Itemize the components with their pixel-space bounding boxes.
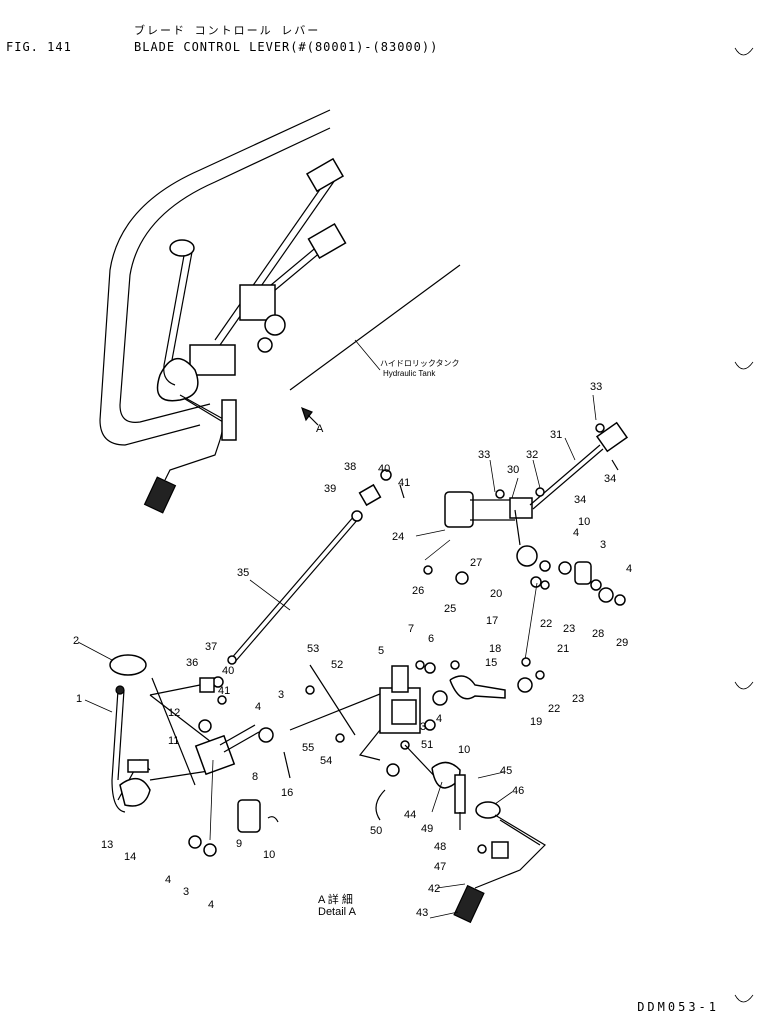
part-callout: 49 (421, 823, 433, 835)
part-callout: 13 (101, 839, 113, 851)
part-callout: 23 (563, 623, 575, 635)
view-a-label: A (316, 423, 324, 435)
part-callout: 38 (344, 461, 356, 473)
linkage-upper-right (423, 421, 629, 661)
part-callout: 3 (278, 689, 284, 701)
part-callout: 28 (592, 628, 604, 640)
part-callout: 24 (392, 531, 404, 543)
part-callout: 10 (263, 849, 275, 861)
part-callout: 18 (489, 643, 501, 655)
title-japanese: ブレード コントロール レバー (134, 24, 321, 37)
part-callout: 6 (428, 633, 434, 645)
binder-marks (734, 47, 754, 1003)
part-callout: 33 (478, 449, 490, 461)
detail-a-label-jp: A 詳 細 (318, 892, 353, 906)
part-callout: 52 (331, 659, 343, 671)
binder-mark (734, 994, 754, 1003)
part-callout: 34 (604, 473, 616, 485)
detail-a-label-en: Detail A (318, 906, 357, 918)
part-callout: 34 (574, 494, 586, 506)
part-callout: 11 (168, 735, 179, 747)
part-callout: 21 (557, 643, 569, 655)
part-callout: 39 (324, 483, 336, 495)
part-callout: 10 (458, 744, 470, 756)
part-callout: 40 (378, 463, 390, 475)
part-callout: 10 (578, 516, 590, 528)
part-callout: 4 (626, 563, 632, 575)
part-callout: 35 (237, 567, 249, 579)
part-callout: 23 (572, 693, 584, 705)
part-callout: 54 (320, 755, 332, 767)
part-callout: 32 (526, 449, 538, 461)
part-callout: 19 (530, 716, 542, 728)
view-a-arrow (301, 406, 319, 426)
callouts: 1 2 3 3 3 3 4 4 4 4 4 4 5 6 7 8 9 10 10 … (73, 381, 632, 919)
part-callout: 7 (408, 623, 414, 635)
tank-label-jp: ハイドロリックタンク (380, 359, 460, 368)
part-callout: 16 (281, 787, 293, 799)
part-callout: 29 (616, 637, 628, 649)
part-callout: 4 (573, 527, 579, 539)
binder-mark (734, 47, 754, 56)
part-callout: 3 (600, 539, 606, 551)
part-callout: 45 (500, 765, 512, 777)
part-callout: 5 (378, 645, 384, 657)
part-callout: 37 (205, 641, 217, 653)
binder-mark (734, 361, 754, 370)
valve-block-center (305, 657, 545, 783)
part-callout: 4 (165, 874, 171, 886)
figure-number: FIG. 141 (6, 40, 72, 54)
part-callout: 44 (404, 809, 416, 821)
part-callout: 46 (512, 785, 524, 797)
figure-title: BLADE CONTROL LEVER(#(80001)-(83000)) (134, 40, 439, 54)
drawing-code: DDM053-1 (637, 1000, 719, 1014)
part-callout: 55 (302, 742, 314, 754)
part-callout: 50 (370, 825, 382, 837)
part-callout: 53 (307, 643, 319, 655)
part-callout: 3 (420, 721, 426, 733)
part-callout: 36 (186, 657, 198, 669)
part-callout: 3 (183, 886, 189, 898)
part-callout: 30 (507, 464, 519, 476)
valve-linkage-top (143, 157, 347, 514)
part-callout: 14 (124, 851, 136, 863)
lever-assembly-lower-right (375, 761, 546, 924)
part-callout: 1 (76, 693, 82, 705)
part-callout: 41 (218, 685, 230, 697)
part-callout: 31 (550, 429, 562, 441)
lever-assembly-left (109, 654, 391, 857)
part-callout: 8 (252, 771, 258, 783)
part-callout: 42 (428, 883, 440, 895)
part-callout: 20 (490, 588, 502, 600)
part-callout: 4 (208, 899, 214, 911)
part-callout: 41 (398, 477, 410, 489)
part-callout: 4 (255, 701, 261, 713)
binder-mark (734, 681, 754, 690)
part-callout: 51 (421, 739, 433, 751)
part-callout: 9 (236, 838, 242, 850)
hydraulic-tank (99, 109, 461, 446)
part-callout: 48 (434, 841, 446, 853)
part-callout: 17 (486, 615, 498, 627)
part-callout: 27 (470, 557, 482, 569)
part-callout: 25 (444, 603, 456, 615)
part-callout: 22 (540, 618, 552, 630)
leader-lines (77, 394, 597, 919)
part-callout: 15 (485, 657, 497, 669)
part-callout: 43 (416, 907, 428, 919)
part-callout: 22 (548, 703, 560, 715)
part-callout: 47 (434, 861, 446, 873)
rod-35 (199, 469, 405, 705)
part-callout: 4 (436, 713, 442, 725)
part-callout: 40 (222, 665, 234, 677)
part-callout: 33 (590, 381, 602, 393)
part-callout: 12 (168, 707, 180, 719)
part-callout: 26 (412, 585, 424, 597)
tank-label-en: Hydraulic Tank (383, 369, 436, 378)
part-callout: 2 (73, 635, 79, 647)
